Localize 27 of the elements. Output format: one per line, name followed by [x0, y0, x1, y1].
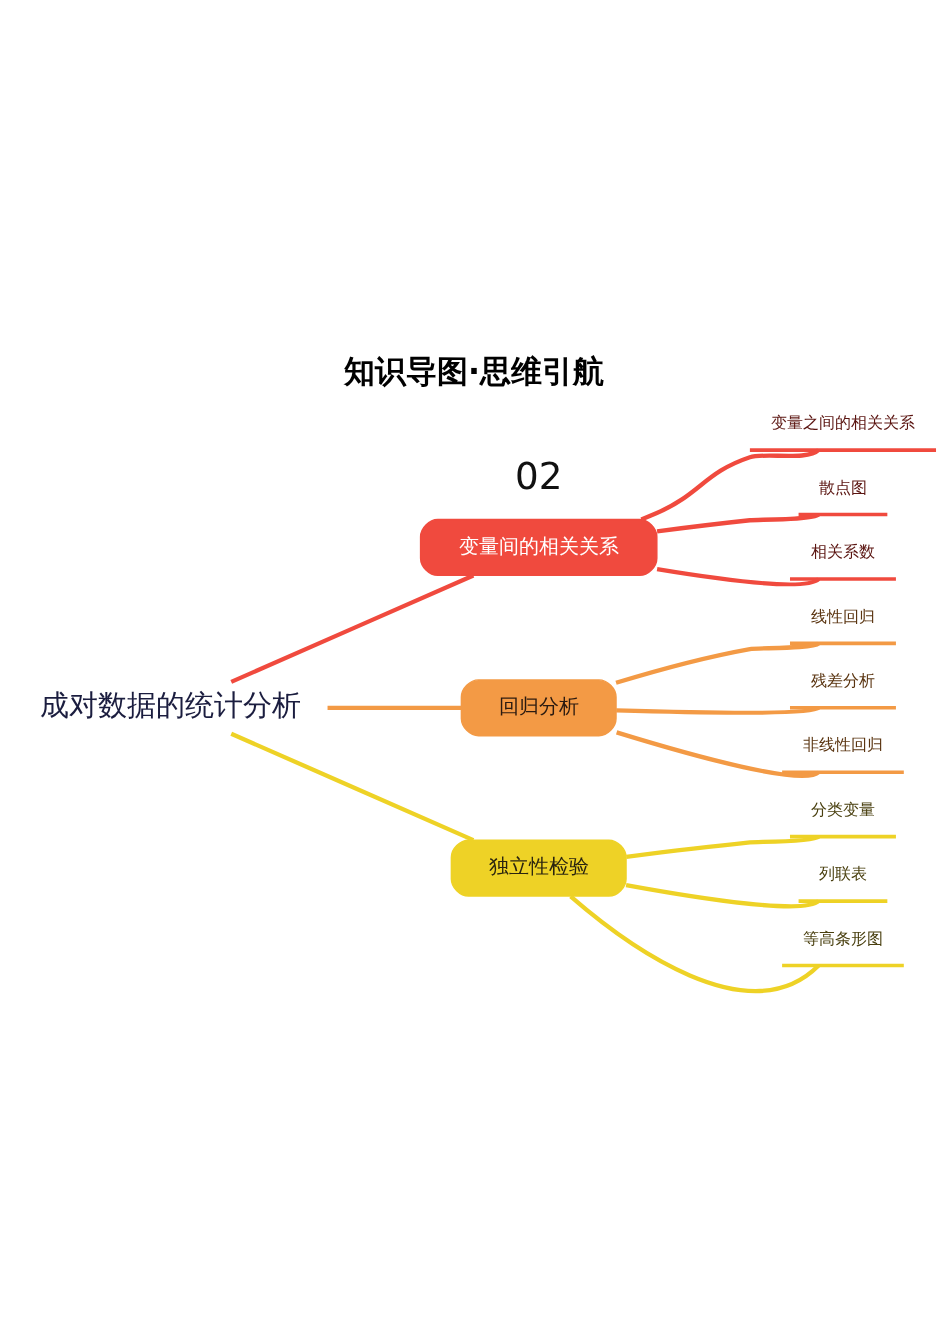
connector [640, 448, 820, 522]
connector [656, 567, 820, 587]
node-text: 相关系数 [810, 542, 875, 562]
node-box: 变量间的相关关系 [419, 518, 658, 577]
node-text: 残差分析 [810, 671, 875, 691]
connector [569, 894, 820, 993]
node-text: 变量之间的相关关系 [770, 413, 915, 433]
connector [230, 573, 475, 684]
diagram-title: 知识导图·思维引航 [343, 353, 604, 390]
node-box: 回归分析 [460, 679, 617, 737]
connector [626, 834, 820, 859]
node-text: 分类变量 [810, 799, 875, 819]
connector [625, 882, 820, 909]
node-box: 独立性检验 [450, 839, 627, 897]
node-text: 散点图 [818, 477, 867, 497]
node-text: 成对数据的统计分析 [40, 687, 302, 722]
connector [615, 641, 820, 685]
connector [327, 705, 462, 710]
connector [230, 731, 475, 843]
node-text: 等高条形图 [802, 928, 883, 948]
node-text: 列联表 [818, 864, 867, 884]
node-text: 非线性回归 [802, 735, 883, 755]
label: 02 [515, 454, 563, 499]
node-text: 线性回归 [810, 606, 875, 626]
connector [616, 705, 820, 715]
connector [616, 730, 820, 779]
connector [656, 512, 820, 534]
